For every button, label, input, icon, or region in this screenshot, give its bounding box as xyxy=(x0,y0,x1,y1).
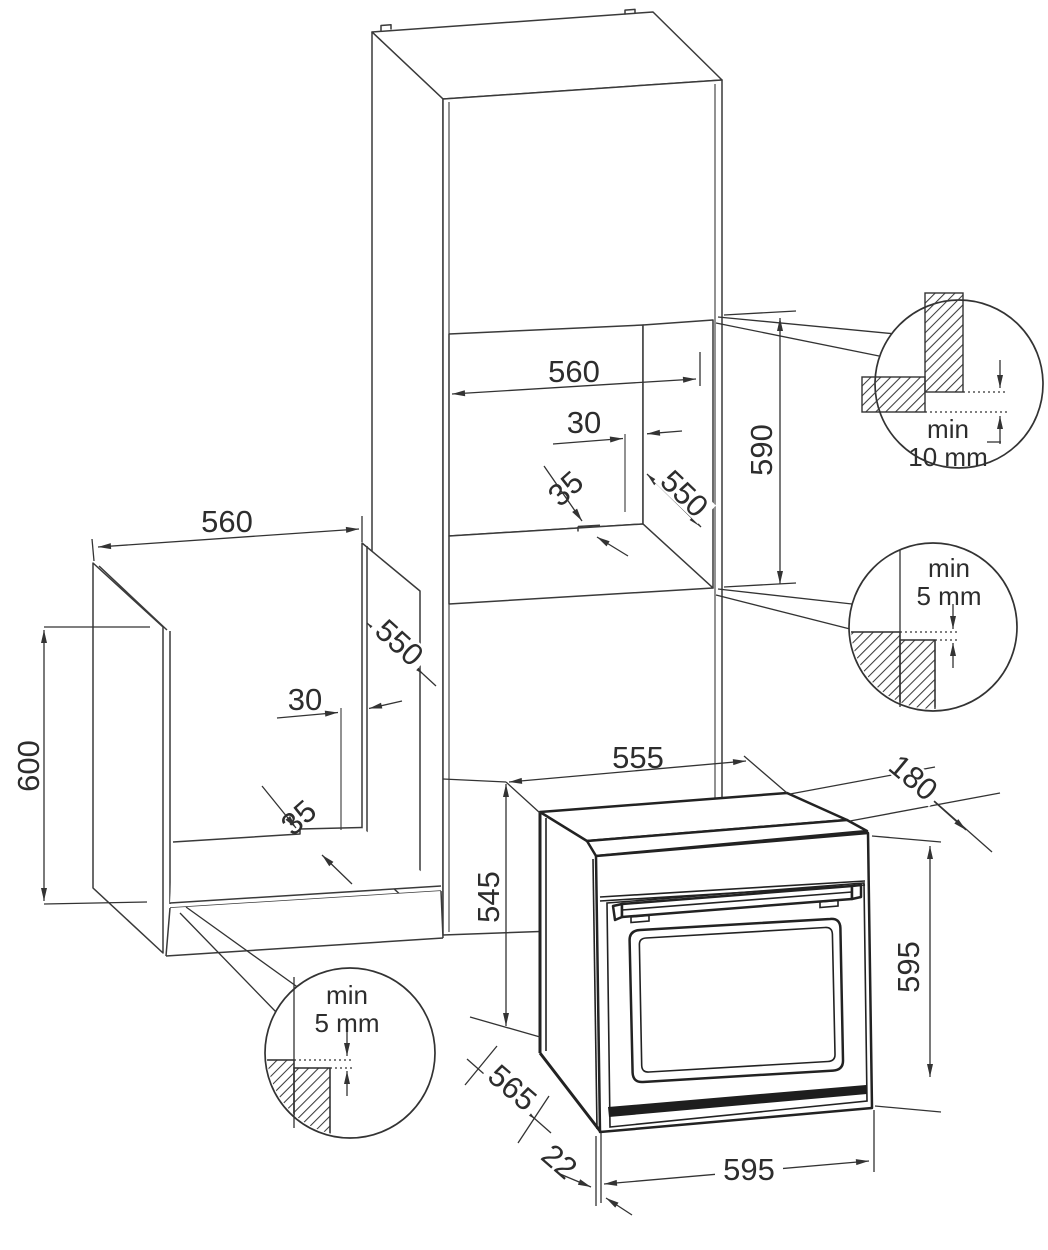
svg-text:590: 590 xyxy=(744,424,779,476)
oven-dimensions: 555 545 180 595 565 xyxy=(442,740,1001,1216)
dim-tall-rear-gap: 30 xyxy=(567,405,601,440)
oven-door-window-inner xyxy=(638,926,836,1073)
dim-oven-front-width: 595 xyxy=(715,1152,783,1187)
base-cabinet xyxy=(92,542,444,957)
dim-base-niche-width: 560 xyxy=(201,504,253,539)
oven-door-window xyxy=(628,917,845,1084)
svg-text:600: 600 xyxy=(11,740,46,792)
svg-text:595: 595 xyxy=(891,941,926,993)
oven-control-housing xyxy=(585,818,869,858)
clearance-middle-label-1: min xyxy=(928,553,970,583)
base-cabinet-left-panel xyxy=(92,562,164,954)
dim-oven-body-height: 545 xyxy=(471,871,506,923)
dim-oven-top-width: 555 xyxy=(612,740,664,775)
svg-text:545: 545 xyxy=(471,871,506,923)
tall-cabinet-top-notch-right xyxy=(624,8,636,15)
dim-oven-body-depth: 565 xyxy=(480,1057,545,1118)
oven xyxy=(538,791,874,1134)
dim-base-depth: 550 xyxy=(367,611,432,673)
dim-tall-niche-width: 560 xyxy=(548,354,600,389)
clearance-top-label-2: 10 mm xyxy=(908,442,987,472)
dim-tall-height: 590 xyxy=(744,424,779,476)
oven-door xyxy=(606,882,868,1128)
dim-oven-door-thickness: 22 xyxy=(535,1137,584,1186)
oven-bottom-vent xyxy=(608,1085,867,1117)
svg-text:22: 22 xyxy=(535,1137,584,1186)
detail-circle-top: min 10 mm xyxy=(715,292,1044,472)
detail-circle-middle: min 5 mm xyxy=(715,542,1018,712)
hatched-shelf xyxy=(861,376,926,413)
svg-text:595: 595 xyxy=(723,1152,775,1187)
base-cabinet-floor xyxy=(170,828,441,903)
detail-circle-bottom: min 5 mm xyxy=(179,906,436,1139)
tall-cabinet-top-notch-left xyxy=(380,24,392,31)
oven-left-side xyxy=(540,812,600,1132)
clearance-middle-label-2: 5 mm xyxy=(917,581,982,611)
base-cabinet-dimensions: 560 600 550 30 35 xyxy=(11,504,437,905)
tall-niche-back-wall xyxy=(448,324,644,537)
hatched-side-panel xyxy=(924,292,964,393)
dim-base-rear-gap: 30 xyxy=(288,682,322,717)
clearance-bottom-label-1: min xyxy=(326,980,368,1010)
dim-oven-front-height: 595 xyxy=(891,941,926,993)
control-panel-seam xyxy=(599,880,866,898)
base-cabinet-plinth xyxy=(166,891,443,956)
clearance-bottom-label-2: 5 mm xyxy=(315,1008,380,1038)
dim-oven-rear-depth: 180 xyxy=(881,747,946,808)
oven-door-handle xyxy=(611,883,863,924)
dim-base-height: 600 xyxy=(11,740,46,792)
clearance-top-label-1: min xyxy=(927,414,969,444)
